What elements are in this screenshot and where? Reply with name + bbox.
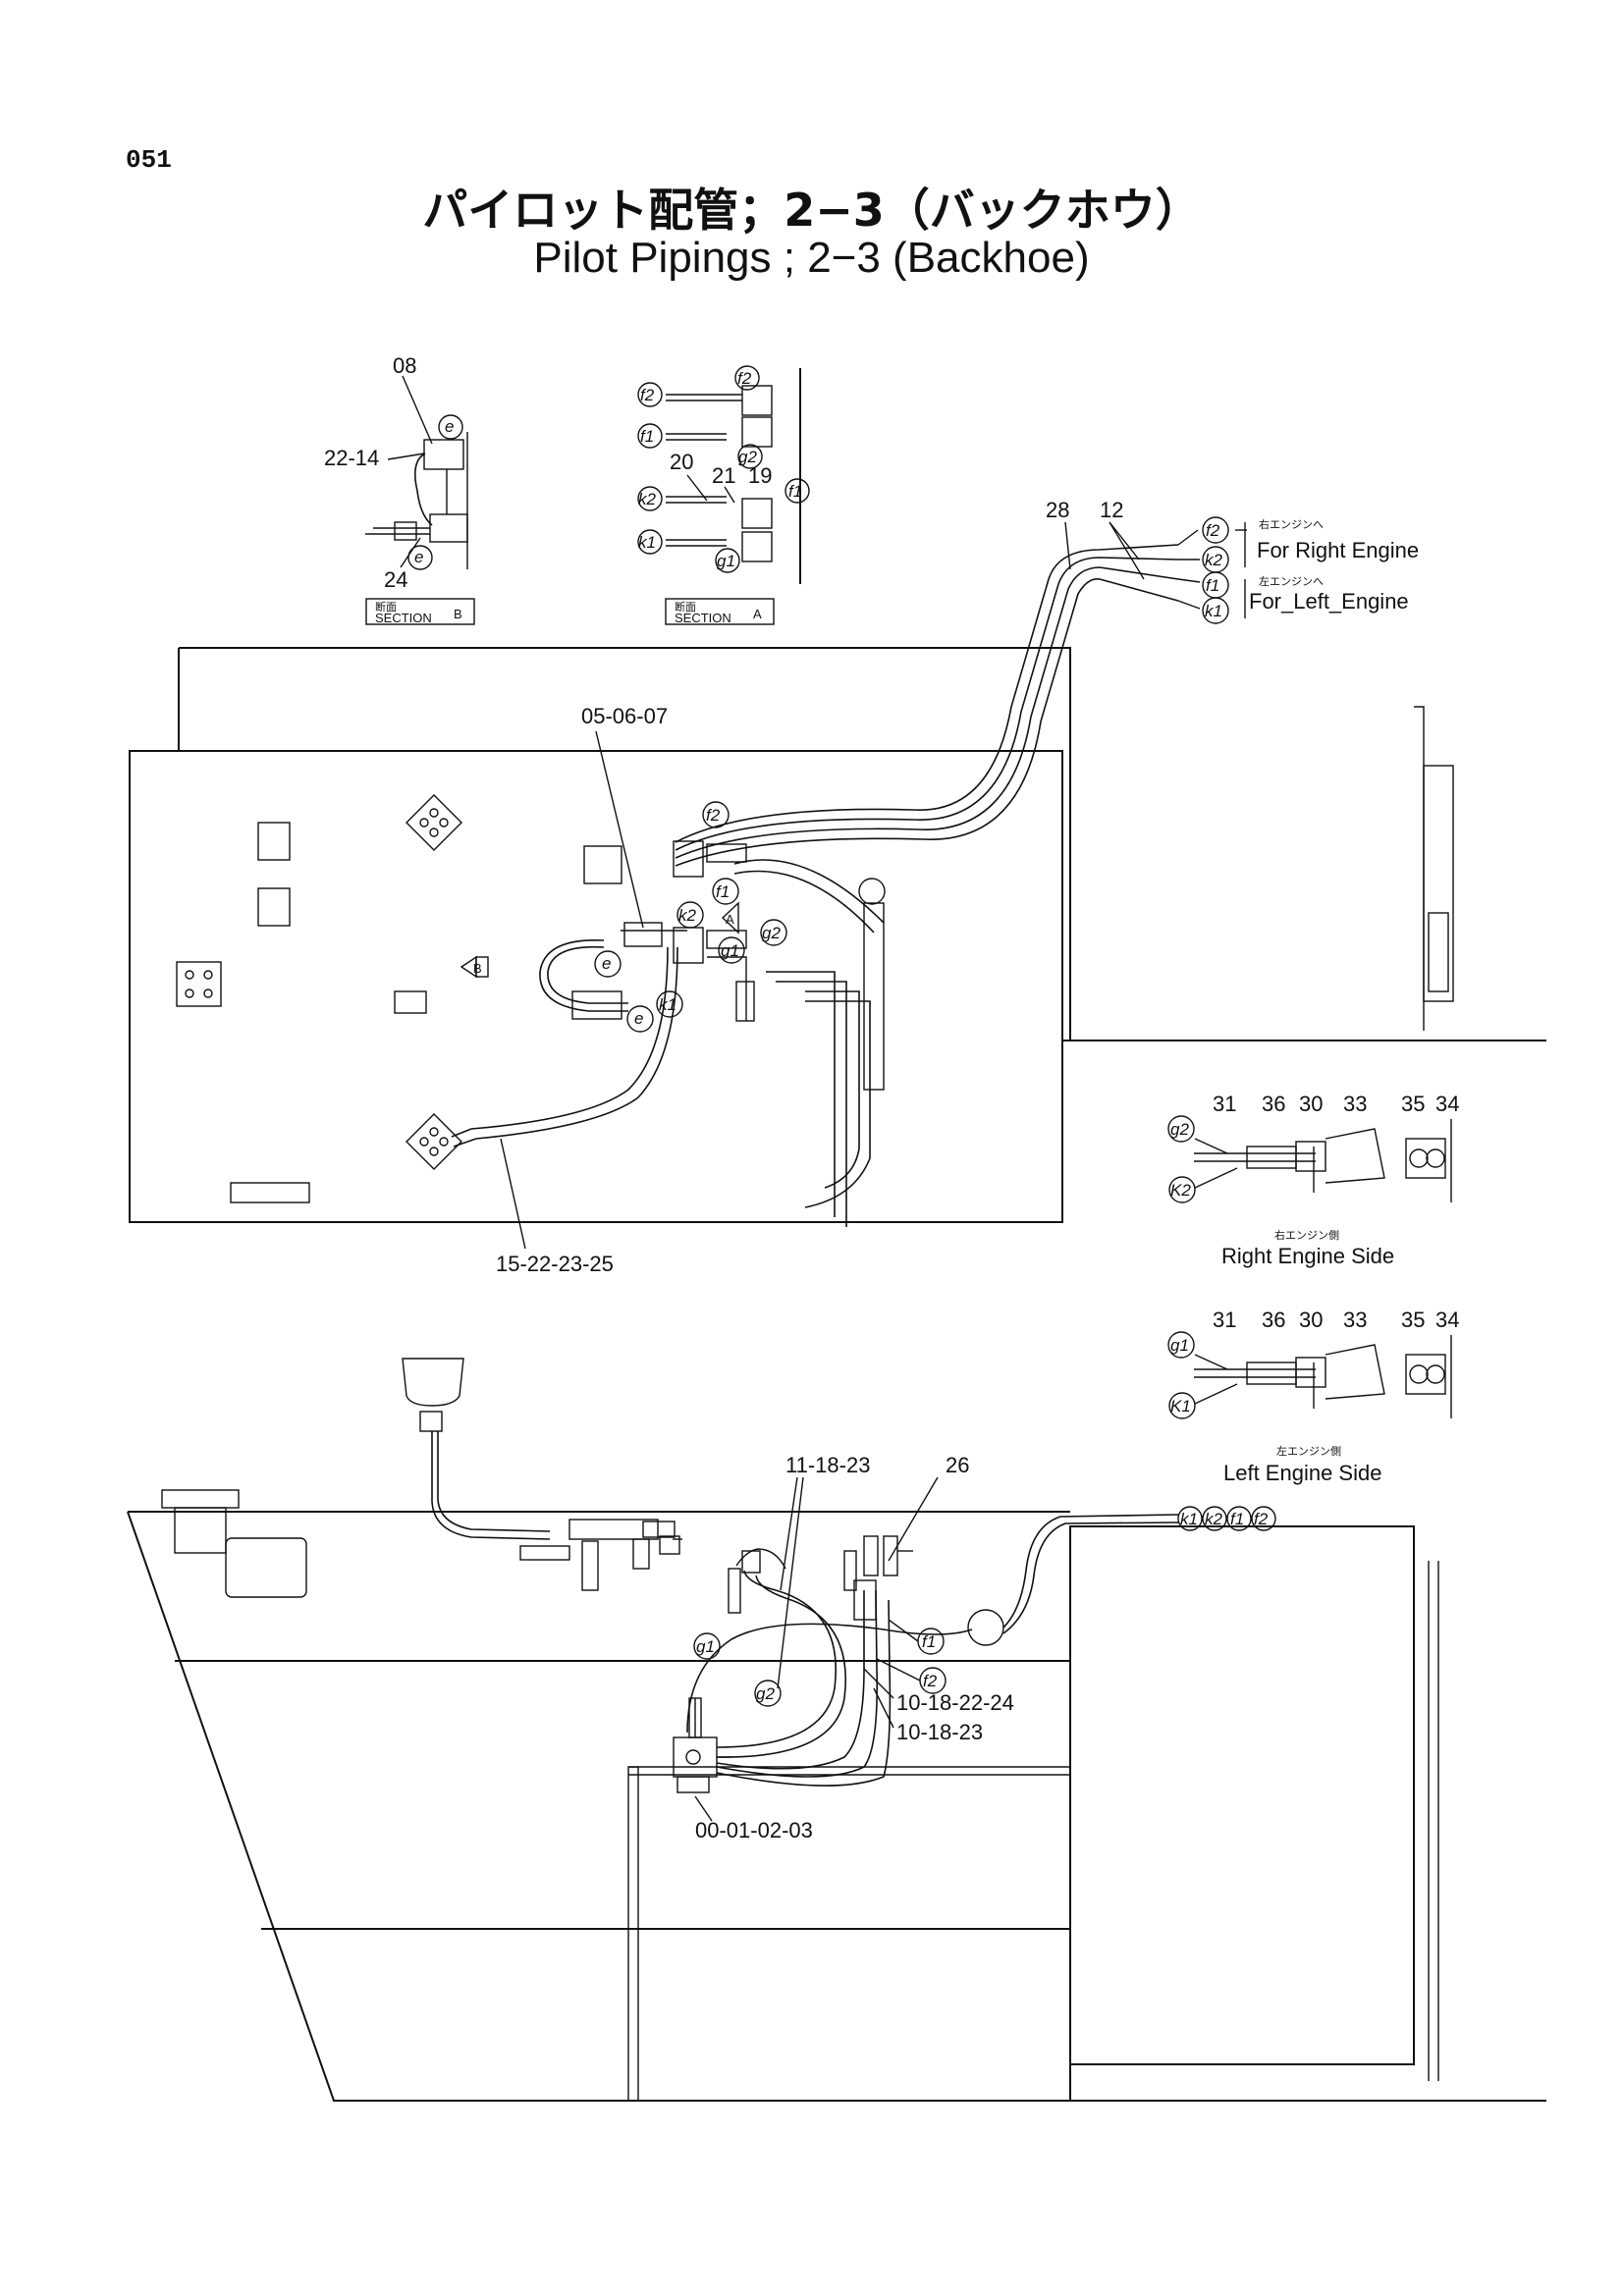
marker-b: B: [473, 961, 482, 976]
port-k2-plan: k2: [678, 906, 697, 925]
page-number: 051: [126, 145, 172, 175]
part-label-10-18-22-24: 10-18-22-24: [896, 1690, 1014, 1715]
section-a-detail: f2 f1 k2 k1 f2 g2 f1 g1 20 21 19 断面 SECT…: [637, 365, 810, 625]
port-f2-side-engine: f2: [1254, 1510, 1269, 1528]
port-f1-side-engine: f1: [1230, 1510, 1244, 1528]
left-engine-side-label: Left Engine Side: [1223, 1461, 1381, 1485]
right-engine-side-label: Right Engine Side: [1221, 1244, 1394, 1268]
port-g2-section-a: g2: [738, 448, 757, 466]
part-label-35-right: 35: [1401, 1092, 1425, 1116]
part-label-31-right: 31: [1213, 1092, 1236, 1116]
port-k1-engine-left: k1: [1205, 602, 1222, 620]
section-a-jp: 断面: [675, 600, 696, 614]
side-view: k1 k2 f1 f2 f1 f2 g1 g2 11-18-23 26 10-1…: [127, 1358, 1546, 2102]
part-label-11-18-23: 11-18-23: [785, 1453, 870, 1477]
port-f1-plan: f1: [716, 882, 730, 901]
part-label-24: 24: [384, 567, 407, 592]
part-label-21: 21: [712, 463, 735, 488]
for-right-engine-label: For Right Engine: [1257, 538, 1419, 562]
plan-view: f2 f1 k2 g2 g1 k1 e e A B 05-06-07 15-22…: [129, 498, 1546, 1276]
port-f2-engine-right: f2: [1206, 521, 1220, 540]
page-title-english: Pilot Pipings ; 2−3 (Backhoe): [533, 234, 1090, 282]
part-label-34-left: 34: [1435, 1308, 1459, 1332]
port-e-section-b-bottom: e: [414, 548, 423, 566]
port-g1-plan: g1: [721, 941, 739, 960]
port-K2-right-engine-side: K2: [1170, 1181, 1191, 1200]
part-label-20: 20: [670, 450, 693, 474]
port-e-plan-left: e: [602, 954, 611, 973]
section-b-letter: B: [454, 607, 462, 621]
port-f2-side: f2: [923, 1672, 938, 1690]
section-a-letter: A: [753, 607, 762, 621]
port-f1-section-a-right: f1: [788, 482, 802, 501]
port-g2-right-engine-side: g2: [1170, 1120, 1189, 1139]
part-label-36-left: 36: [1262, 1308, 1285, 1332]
port-K1-left-engine-side: K1: [1170, 1397, 1191, 1415]
part-label-19: 19: [748, 463, 772, 488]
left-engine-side-jp: 左エンジン側: [1276, 1445, 1341, 1458]
part-label-28: 28: [1046, 498, 1069, 522]
port-k2-side: k2: [1205, 1510, 1223, 1528]
part-label-33-right: 33: [1343, 1092, 1367, 1116]
port-f1-section-a-left: f1: [640, 427, 654, 446]
port-k2-engine-right: k2: [1205, 551, 1223, 569]
part-label-26: 26: [946, 1453, 969, 1477]
port-e-section-b-top: e: [445, 417, 454, 436]
part-label-05-06-07: 05-06-07: [581, 704, 668, 728]
for-left-engine-label: For_Left_Engine: [1249, 589, 1409, 614]
part-label-30-left: 30: [1299, 1308, 1323, 1332]
port-g2-plan: g2: [762, 924, 781, 942]
part-label-33-left: 33: [1343, 1308, 1367, 1332]
part-label-00-01-02-03: 00-01-02-03: [695, 1818, 813, 1842]
port-g1-section-a: g1: [717, 552, 735, 570]
port-g1-side: g1: [696, 1637, 715, 1656]
part-label-08: 08: [393, 353, 416, 378]
section-b-jp: 断面: [375, 600, 397, 614]
part-label-36-right: 36: [1262, 1092, 1285, 1116]
port-k1-section-a: k1: [638, 533, 656, 552]
left-engine-side-detail: g1 K1 31 36 30 33 35 34 左エンジン側 Left Engi…: [1167, 1308, 1459, 1485]
port-k1-side: k1: [1180, 1510, 1198, 1528]
right-engine-side-jp: 右エンジン側: [1274, 1228, 1339, 1242]
for-right-engine-jp: 右エンジンへ: [1259, 517, 1324, 531]
part-label-31-left: 31: [1213, 1308, 1236, 1332]
port-f1-side: f1: [922, 1632, 936, 1651]
port-f2-plan: f2: [706, 806, 721, 825]
port-f2-section-a-top: f2: [737, 369, 752, 388]
section-b-detail: 08 22-14 24 e e 断面 SECTION B: [324, 353, 475, 625]
section-a-label: SECTION: [675, 611, 731, 625]
port-f2-section-a-left: f2: [640, 386, 655, 404]
part-label-34-right: 34: [1435, 1092, 1459, 1116]
page-title-japanese: パイロット配管；2−3（バックホウ）: [422, 184, 1201, 237]
section-b-label: SECTION: [375, 611, 432, 625]
port-k1-plan: k1: [659, 995, 676, 1014]
part-label-35-left: 35: [1401, 1308, 1425, 1332]
part-label-15-22-23-25: 15-22-23-25: [496, 1252, 614, 1276]
port-g2-side: g2: [756, 1684, 775, 1703]
part-label-22-14: 22-14: [324, 446, 379, 470]
part-label-12: 12: [1100, 498, 1123, 522]
port-e-plan-right: e: [634, 1009, 643, 1028]
part-label-30-right: 30: [1299, 1092, 1323, 1116]
marker-a: A: [726, 912, 734, 927]
port-g1-left-engine-side: g1: [1170, 1336, 1189, 1355]
right-engine-side-detail: g2 K2 31 36 30 33 35 34 右エンジン側 Right Eng…: [1167, 1092, 1459, 1268]
part-label-10-18-23: 10-18-23: [896, 1720, 983, 1744]
port-k2-section-a: k2: [638, 490, 657, 508]
for-left-engine-jp: 左エンジンへ: [1259, 575, 1324, 588]
port-f1-engine-left: f1: [1206, 576, 1219, 595]
